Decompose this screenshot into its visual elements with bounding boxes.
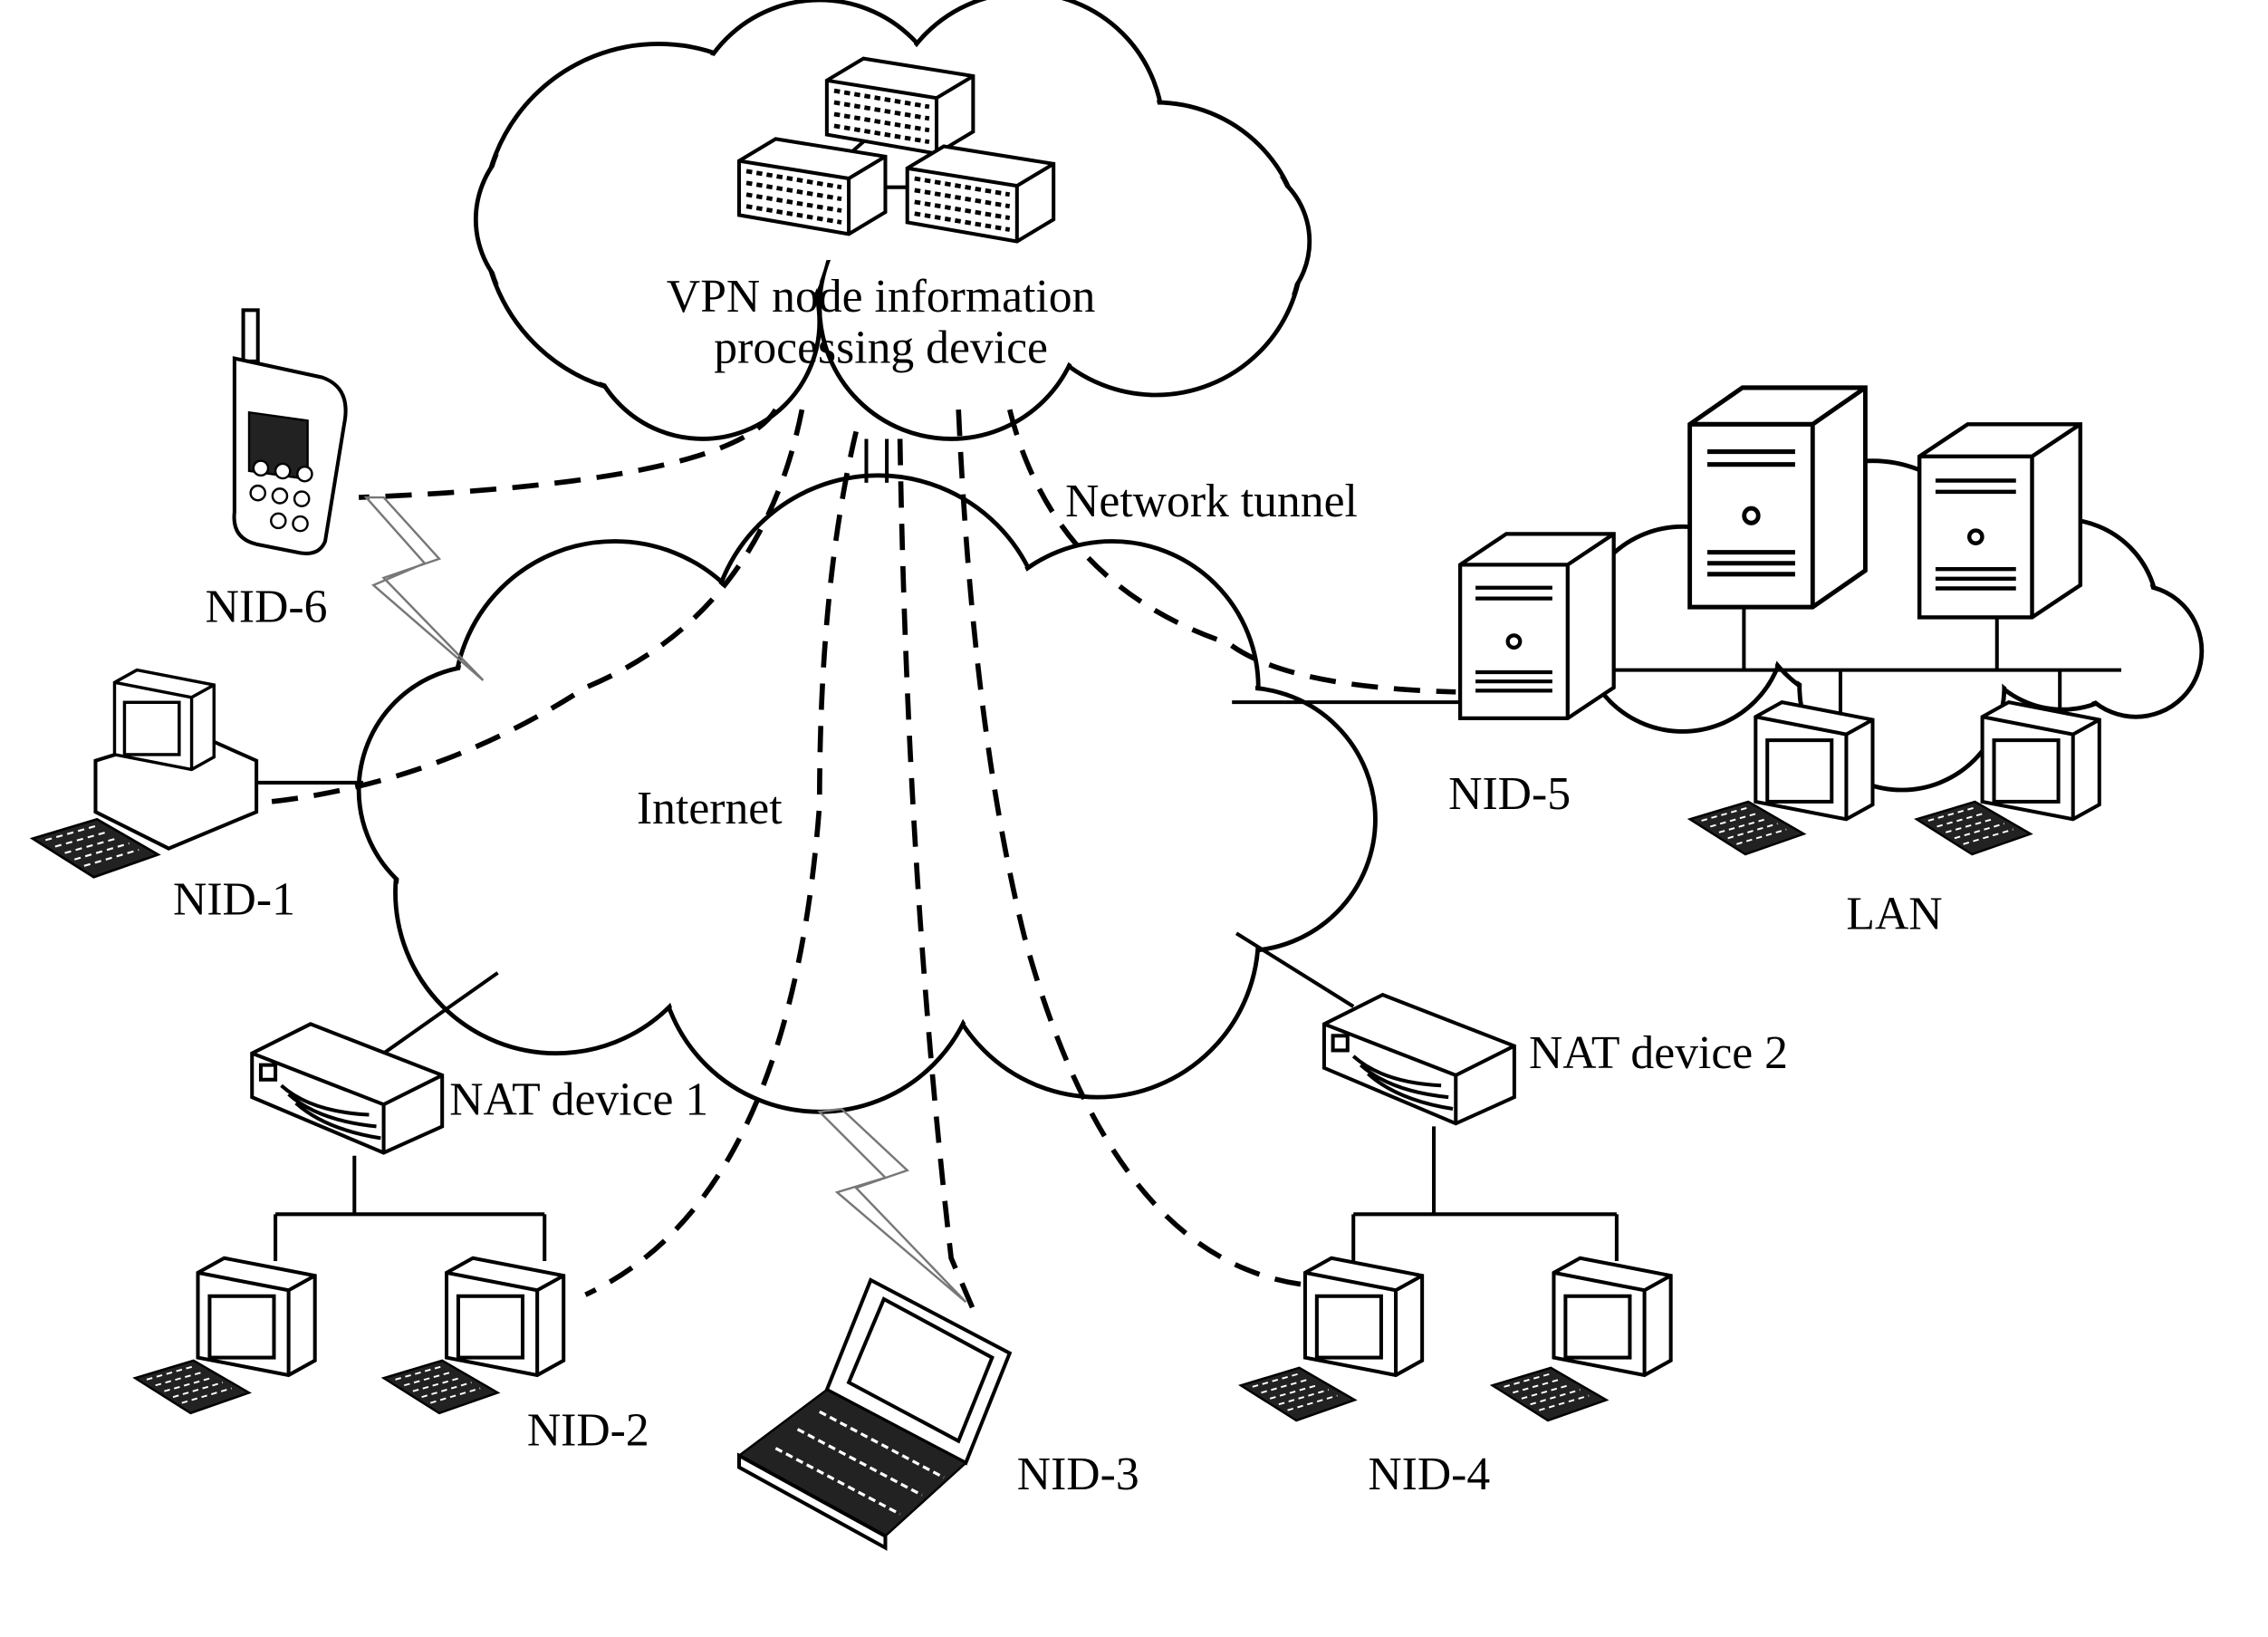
lan-pc-keyboard-icon (1917, 802, 2031, 854)
lan-server-icon (1690, 388, 1866, 607)
lan-label: LAN (1846, 888, 1942, 939)
nat2-label: NAT device 2 (1529, 1027, 1788, 1079)
lan-pc-monitor-icon (1755, 702, 1872, 819)
nid-pc-keyboard-icon (135, 1361, 249, 1413)
nid1-desktop-computer-icon (33, 670, 256, 878)
lan-cloud (1581, 461, 2202, 790)
nid4-label: NID-4 (1368, 1449, 1490, 1500)
nid6-label: NID-6 (206, 581, 328, 632)
nid3-laptop-icon (739, 1280, 1010, 1548)
nid2-keyboard-icon (384, 1361, 498, 1413)
nid2-monitor-icon (447, 1258, 563, 1375)
nat-device-2-router-icon (1324, 995, 1514, 1123)
nat2-branch (1353, 1126, 1617, 1261)
nid5-server-tower-icon (1460, 534, 1614, 717)
nid6-mobile-phone-icon (235, 310, 346, 554)
nid1-label: NID-1 (173, 873, 295, 925)
nid4-monitor-icon (1305, 1258, 1422, 1375)
lan-server-icon (1919, 424, 2081, 617)
lan-pc-keyboard-icon (1690, 802, 1804, 854)
vpn-device-label-line2: processing device (714, 322, 1048, 373)
nid-pc-monitor-icon (1553, 1258, 1670, 1375)
nid-pc-monitor-icon (198, 1258, 315, 1375)
vpn-device-label-line1: VPN node information (667, 271, 1096, 323)
nid-pc-keyboard-icon (1493, 1368, 1607, 1420)
network-tunnel-label: Network tunnel (1065, 476, 1358, 527)
nat1-label: NAT device 1 (449, 1074, 708, 1126)
nid3-label: NID-3 (1017, 1449, 1139, 1500)
nid4-keyboard-icon (1241, 1368, 1355, 1420)
internet-cloud (359, 476, 1375, 1112)
nid5-label: NID-5 (1448, 768, 1571, 820)
nid2-label: NID-2 (527, 1404, 649, 1456)
nat-device-1-router-icon (252, 1024, 442, 1152)
nat1-branch (275, 1156, 544, 1261)
internet-label: Internet (637, 783, 783, 834)
lan-pc-monitor-icon (1983, 702, 2100, 819)
